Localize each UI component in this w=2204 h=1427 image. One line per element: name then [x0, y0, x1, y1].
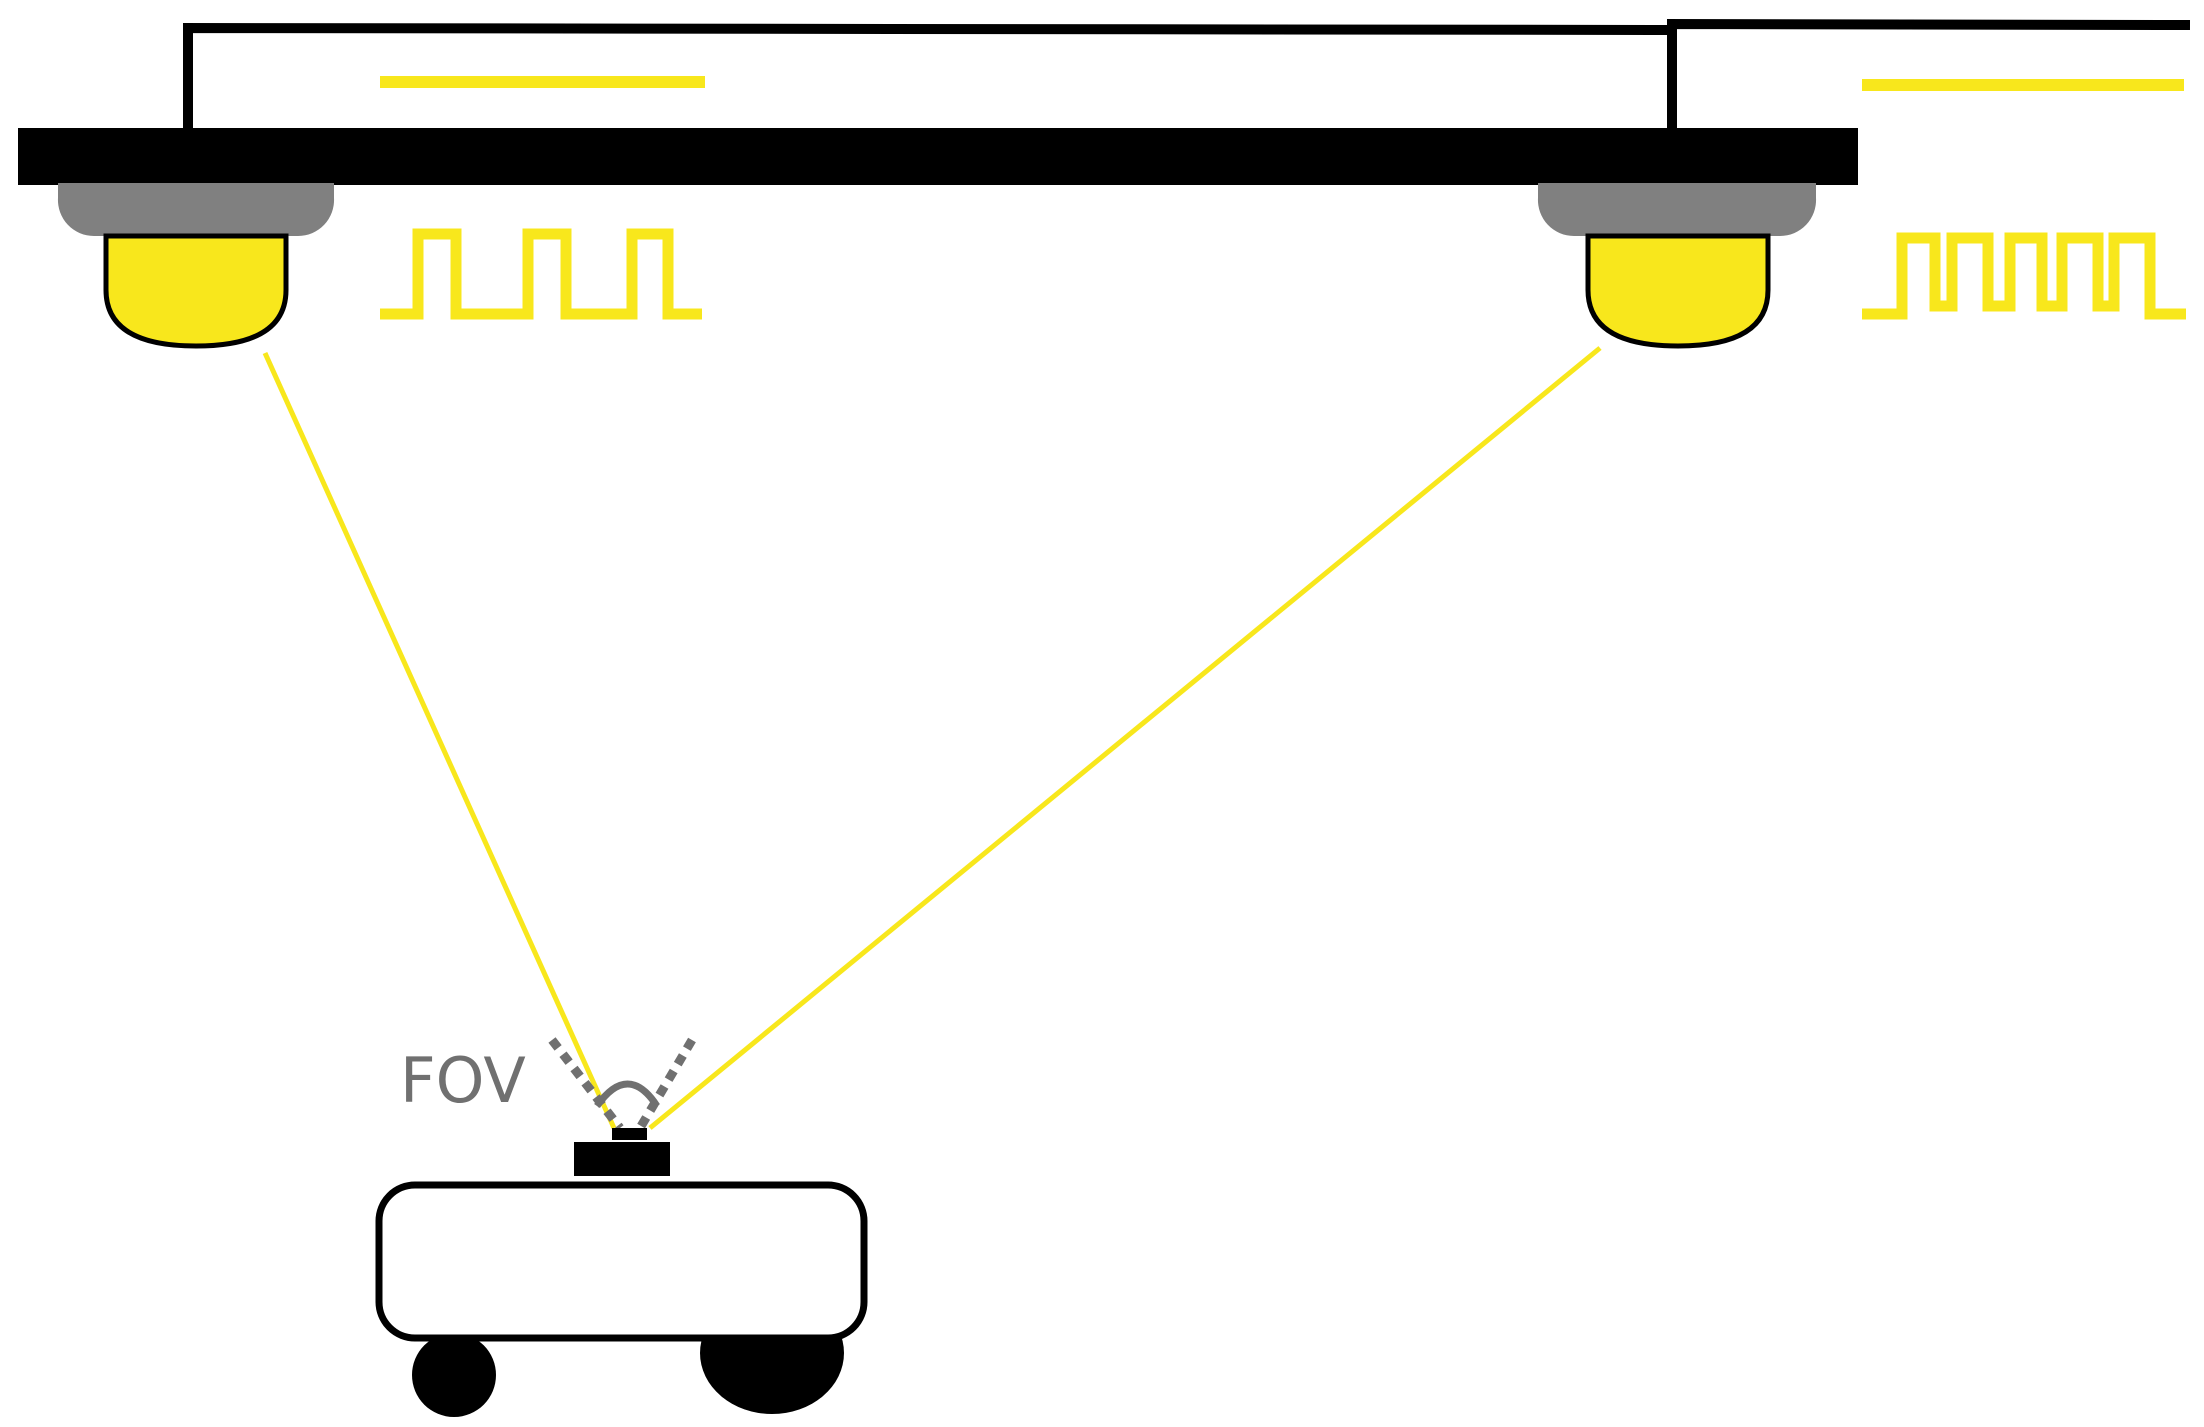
camera-lens: [612, 1128, 647, 1140]
led-lamp-right: [1585, 233, 1771, 349]
camera-icon: [574, 1128, 670, 1176]
modulation-signals: [380, 228, 2186, 320]
luminaire-housing-left: [57, 183, 335, 237]
dc-level-lines: [380, 76, 2184, 91]
square-wave-icon: [380, 228, 702, 320]
wire-right: [1667, 18, 2191, 30]
luminaire-housing-right: [1537, 183, 1817, 237]
camera-body: [574, 1142, 670, 1176]
robot-body: [375, 1181, 868, 1342]
fov-label: FOV: [400, 1044, 526, 1117]
square-wave-icon: [1862, 232, 2186, 320]
wire-left: [183, 22, 1677, 132]
luminaire-right: [1537, 183, 1817, 349]
fov-edge-left: [548, 1037, 624, 1131]
ray-left: [262, 351, 617, 1130]
luminaire-left: [57, 183, 335, 349]
robot-icon: [375, 1128, 868, 1417]
ray-right: [648, 346, 1602, 1130]
fov-arc: [594, 1080, 660, 1109]
power-wiring: [183, 18, 2191, 132]
led-lamp-left: [103, 233, 289, 349]
light-rays: [262, 346, 1602, 1130]
field-of-view: [548, 1037, 696, 1131]
robot-wheel-left: [412, 1333, 496, 1417]
ceiling-rail: [18, 128, 1858, 185]
